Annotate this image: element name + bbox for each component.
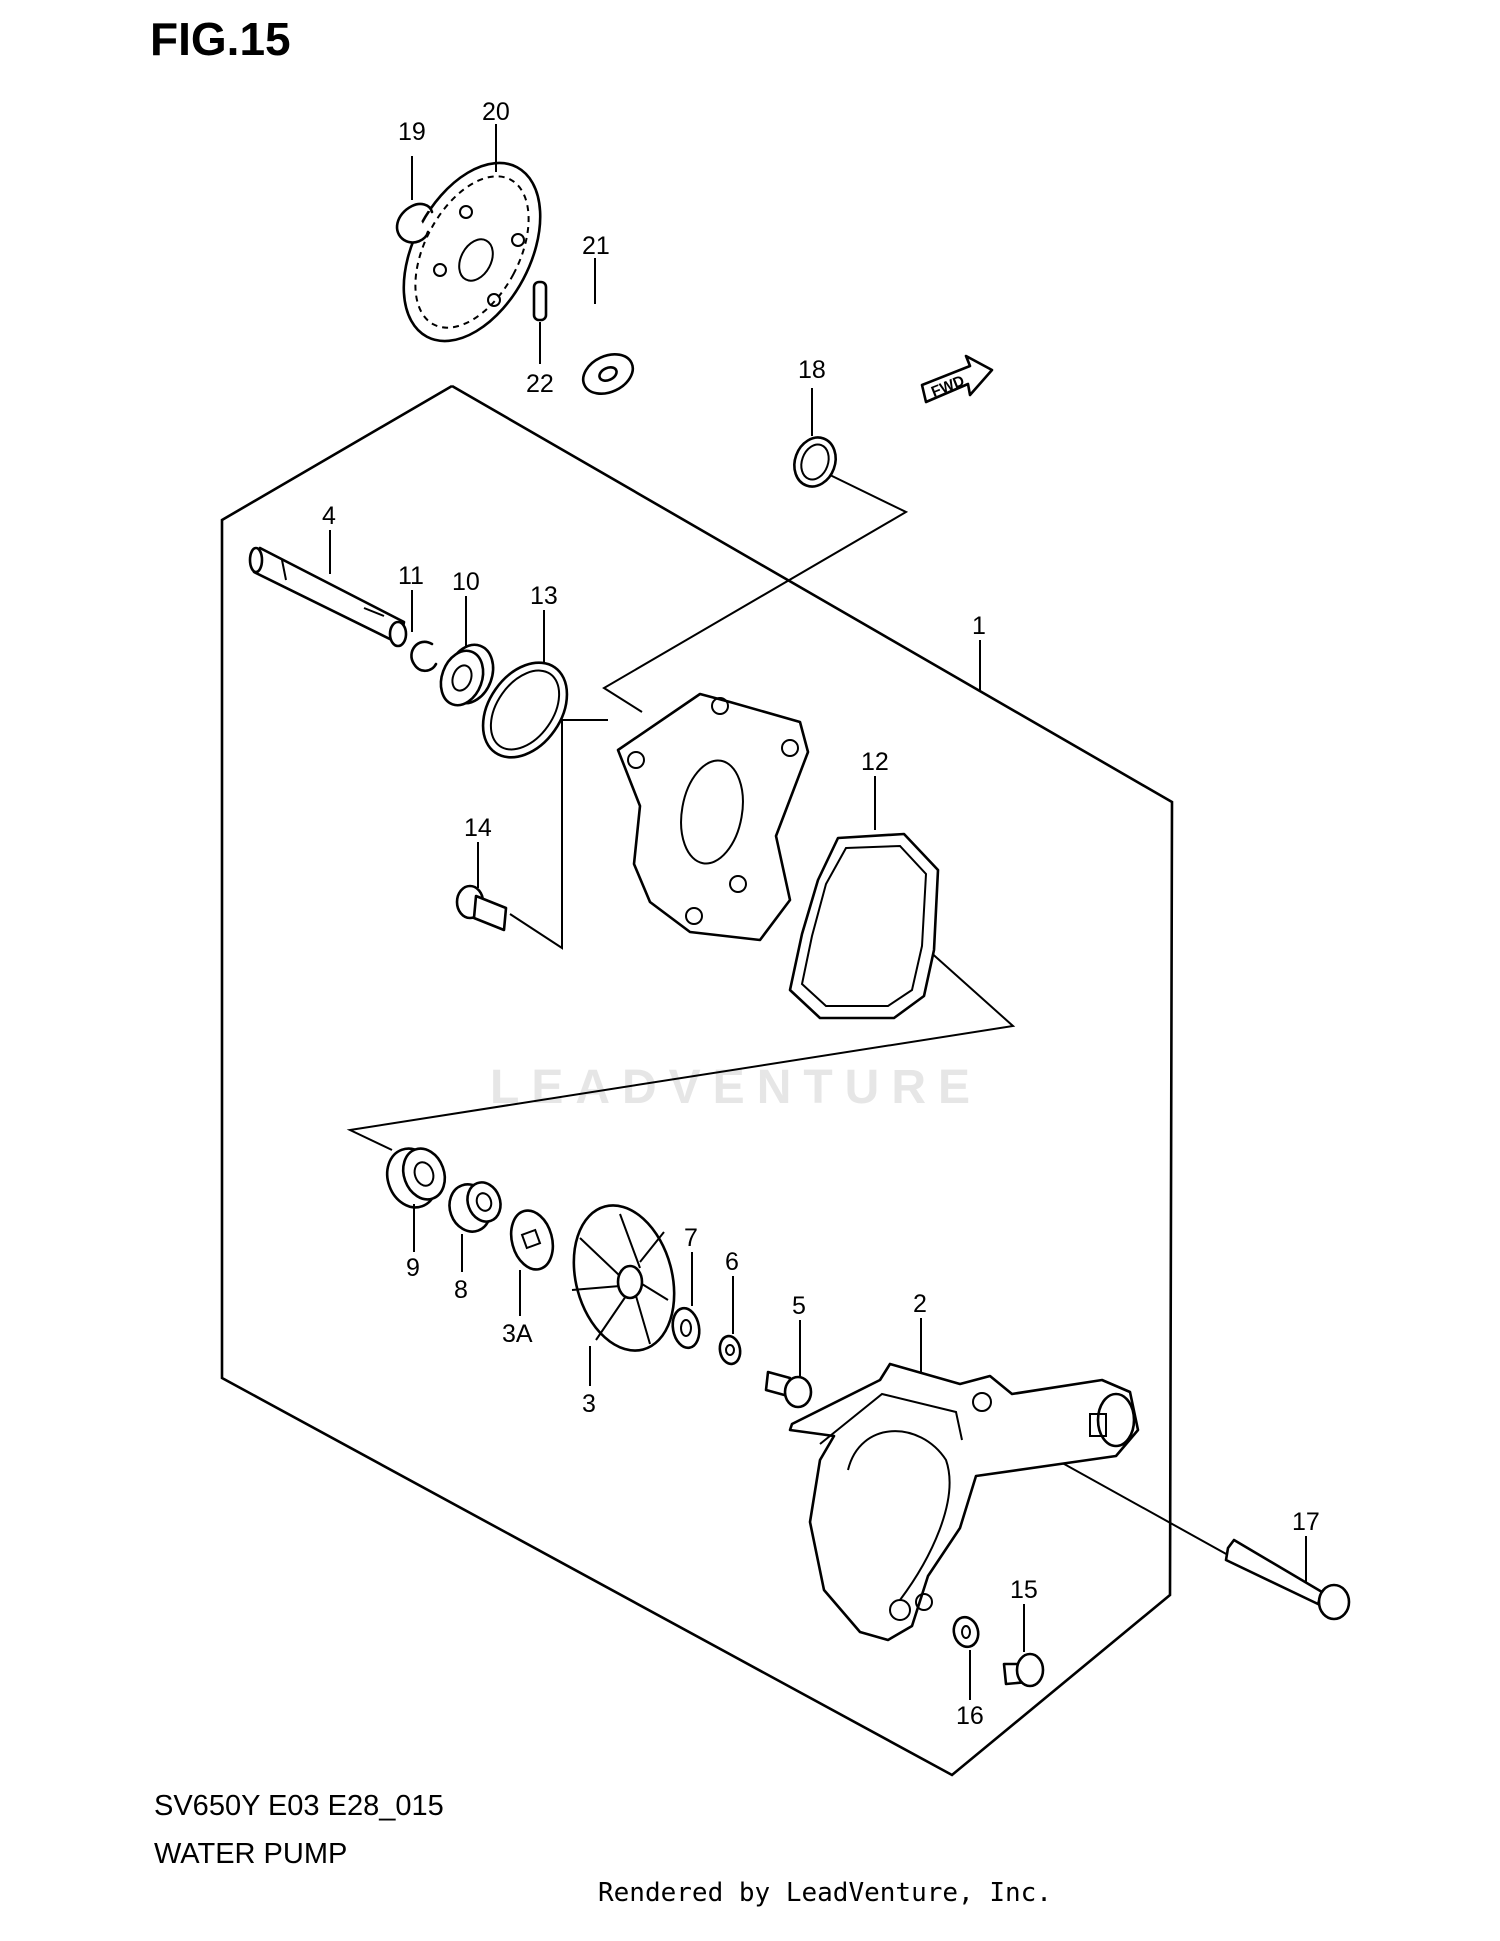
part-4-pump-shaft — [248, 546, 408, 648]
callout-labels: 19 20 21 22 18 4 11 10 13 1 12 14 9 8 3A… — [322, 98, 1320, 1730]
callout-4: 4 — [322, 502, 336, 530]
callout-20: 20 — [482, 98, 510, 126]
callout-17: 17 — [1292, 1508, 1320, 1536]
part-8-mechanical-seal — [448, 1181, 502, 1233]
part-11-circlip — [410, 640, 438, 673]
callout-13: 13 — [530, 582, 558, 610]
callout-21: 21 — [582, 232, 610, 260]
callout-8: 8 — [454, 1276, 468, 1304]
part-10-bearing — [439, 643, 495, 707]
callout-14: 14 — [464, 814, 492, 842]
part-6-washer — [718, 1334, 742, 1366]
callout-11: 11 — [398, 562, 424, 590]
model-code: SV650Y E03 E28_015 — [154, 1790, 444, 1822]
part-5-bolt — [764, 1370, 813, 1409]
part-3a-washer — [509, 1209, 555, 1271]
callout-12: 12 — [861, 748, 889, 776]
part-9-oil-seal — [385, 1147, 447, 1209]
callout-18: 18 — [798, 356, 826, 384]
callout-9: 9 — [406, 1254, 420, 1282]
callout-16: 16 — [956, 1702, 984, 1730]
callout-2: 2 — [913, 1290, 927, 1318]
callout-leaders — [329, 124, 1307, 1700]
fwd-direction-arrow: FWD — [920, 354, 994, 404]
callout-5: 5 — [792, 1292, 806, 1320]
section-name: WATER PUMP — [154, 1838, 348, 1870]
part-17-long-bolt — [1224, 1538, 1351, 1621]
part-22-pin — [532, 280, 548, 322]
part-14-bolt — [455, 884, 508, 932]
callout-1: 1 — [972, 612, 986, 640]
callout-10: 10 — [452, 568, 480, 596]
part-15-bolt — [1002, 1652, 1045, 1688]
part-21-washer — [581, 353, 635, 395]
callout-7: 7 — [684, 1224, 698, 1252]
figure-title: FIG.15 — [150, 13, 291, 65]
part-12-gasket — [788, 832, 940, 1020]
callout-15: 15 — [1010, 1576, 1038, 1604]
callout-22: 22 — [526, 370, 554, 398]
part-16-washer — [952, 1615, 980, 1649]
assembly-box-outline — [220, 384, 1174, 1777]
render-credit: Rendered by LeadVenture, Inc. — [598, 1878, 1052, 1908]
part-3-impeller — [571, 1204, 676, 1352]
part-7-washer — [671, 1306, 701, 1350]
callout-3: 3 — [582, 1390, 596, 1418]
part-13-o-ring — [481, 661, 569, 759]
part-2-pump-cover — [788, 1362, 1140, 1642]
part-18-o-ring — [793, 436, 837, 488]
callout-6: 6 — [725, 1248, 739, 1276]
fwd-label: FWD — [929, 372, 967, 401]
callout-3a: 3A — [502, 1320, 533, 1348]
part-20-sprocket — [402, 161, 542, 343]
callout-19: 19 — [398, 118, 426, 146]
part-19-circlip — [395, 202, 434, 244]
pump-body-plate — [616, 692, 810, 942]
